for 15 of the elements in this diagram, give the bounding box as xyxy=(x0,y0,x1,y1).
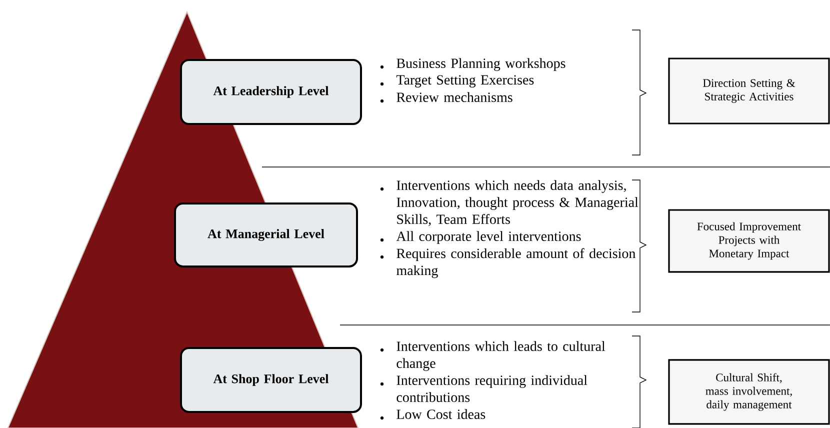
outcome-box: Cultural Shift, mass involvement, daily management xyxy=(668,359,830,425)
bullet-item: Review mechanisms xyxy=(396,92,512,102)
bullet-item: All corporate level interventions xyxy=(396,231,581,244)
bullet-item: Business Planning workshops xyxy=(396,58,566,71)
outcome-box: Focused Improvement Projects with Monetary Impact xyxy=(668,209,830,273)
bullet-item: Interventions which leads to cultural change xyxy=(396,341,606,371)
bullet-item: Target Setting Exercises xyxy=(396,75,534,88)
bullet-item: Requires considerable amount of decision making xyxy=(396,248,636,278)
bullet-item: Interventions which needs data analysis, Innovation, thought process & Managerial Skills, Team Efforts xyxy=(396,180,638,226)
level-box: At Managerial Level xyxy=(174,202,358,268)
outcome-box: Direction Setting & Strategic Activities xyxy=(668,58,830,124)
level-box: At Leadership Level xyxy=(180,59,362,125)
bullet-item: Interventions requiring individual contributions xyxy=(396,375,588,402)
bullet-item: Low Cost ideas xyxy=(396,409,486,420)
level-box: At Shop Floor Level xyxy=(180,346,362,413)
